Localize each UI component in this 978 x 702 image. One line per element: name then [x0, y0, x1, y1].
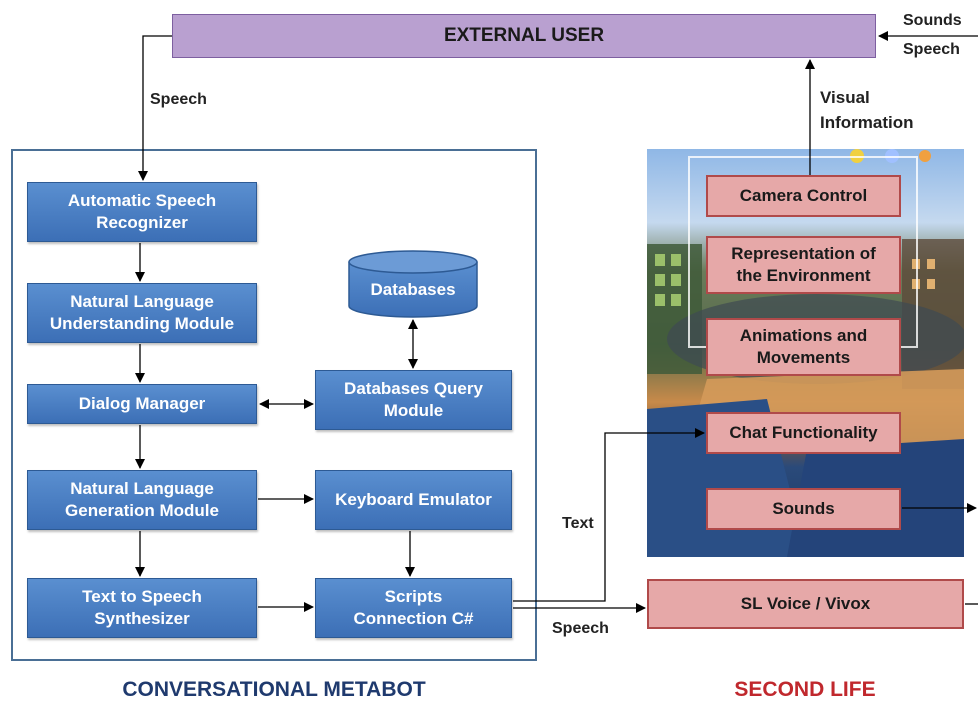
representation-box: Representation of the Environment	[706, 236, 901, 294]
sl-voice-label: SL Voice / Vivox	[740, 594, 871, 613]
nlu-label-line2: Understanding Module	[49, 314, 235, 333]
scripts-connection-box: Scripts Connection C#	[315, 578, 512, 638]
db-query-box: Databases Query Module	[315, 370, 512, 430]
speech-bottom-label: Speech	[552, 620, 609, 637]
nlg-label-line2: Generation Module	[65, 501, 219, 520]
external-user-label: EXTERNAL USER	[443, 25, 605, 46]
chat-functionality-box: Chat Functionality	[706, 412, 901, 454]
animations-label-line1: Animations and	[739, 326, 868, 345]
sounds-label: Sounds	[772, 499, 835, 518]
chat-functionality-label: Chat Functionality	[729, 423, 878, 442]
camera-control-box: Camera Control	[706, 175, 901, 217]
metabot-frame	[11, 149, 537, 661]
db-query-label-line2: Module	[383, 401, 444, 420]
nlu-label-line1: Natural Language	[70, 292, 214, 311]
asr-label-line1: Automatic Speech	[67, 191, 217, 210]
speech-right-label: Speech	[903, 41, 960, 58]
metabot-title: CONVERSATIONAL METABOT	[122, 678, 426, 701]
text-label: Text	[562, 515, 594, 532]
animations-box: Animations and Movements	[706, 318, 901, 376]
asr-label-line2: Recognizer	[96, 213, 188, 232]
tts-box: Text to Speech Synthesizer	[27, 578, 257, 638]
external-user-box: EXTERNAL USER	[172, 14, 876, 58]
camera-control-label: Camera Control	[739, 186, 868, 205]
animations-label-line2: Movements	[756, 348, 851, 367]
representation-label-line1: Representation of	[731, 244, 876, 263]
keyboard-emulator-box: Keyboard Emulator	[315, 470, 512, 530]
scripts-label-line2: Connection C#	[353, 609, 474, 628]
scripts-label-line1: Scripts	[384, 587, 443, 606]
information-label: Information	[820, 113, 914, 132]
nlu-box: Natural Language Understanding Module	[27, 283, 257, 343]
nlg-label-line1: Natural Language	[70, 479, 214, 498]
speech-label-top: Speech	[150, 91, 207, 108]
sl-voice-box: SL Voice / Vivox	[647, 579, 964, 629]
visual-label: Visual	[820, 88, 870, 107]
asr-box: Automatic Speech Recognizer	[27, 182, 257, 242]
representation-label-line2: the Environment	[736, 266, 871, 285]
dialog-manager-label: Dialog Manager	[78, 394, 206, 413]
databases-cylinder	[348, 250, 478, 318]
tts-label-line2: Synthesizer	[94, 609, 190, 628]
databases-label: Databases	[370, 280, 456, 299]
dialog-manager-box: Dialog Manager	[27, 384, 257, 424]
nlg-box: Natural Language Generation Module	[27, 470, 257, 530]
tts-label-line1: Text to Speech	[82, 587, 202, 606]
db-query-label-line1: Databases Query	[344, 379, 483, 398]
sounds-right-label: Sounds	[903, 12, 962, 29]
sounds-box: Sounds	[706, 488, 901, 530]
second-life-title: SECOND LIFE	[734, 678, 876, 701]
keyboard-emulator-label: Keyboard Emulator	[335, 490, 492, 509]
